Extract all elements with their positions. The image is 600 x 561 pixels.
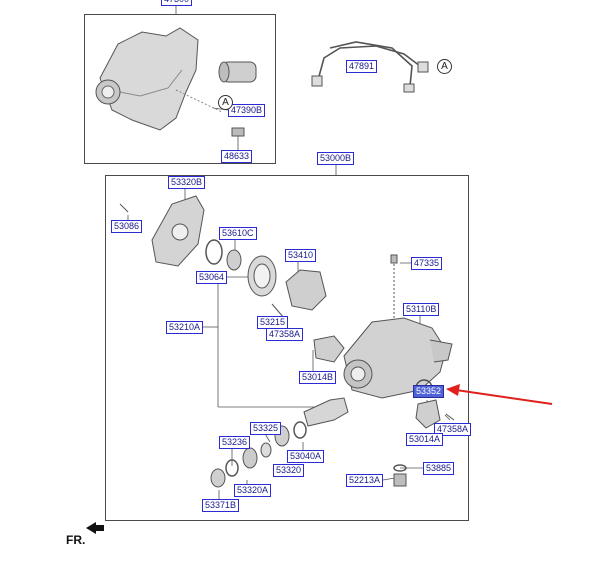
part-label: 53086 xyxy=(111,220,143,233)
forward-arrow-icon xyxy=(86,522,104,534)
part-label: 53371B xyxy=(202,499,240,512)
part-label: 53064 xyxy=(196,271,228,284)
part-label: 47891 xyxy=(346,60,378,73)
part-label: 53320A xyxy=(234,484,272,497)
part-label: 48633 xyxy=(221,150,253,163)
part-label: 53110B xyxy=(403,303,440,316)
part-label: 53320 xyxy=(273,464,305,477)
part-label: 47358A xyxy=(434,423,472,436)
part-label: 53325 xyxy=(250,422,282,435)
highlight-arrow xyxy=(446,384,553,405)
direction-label: FR. xyxy=(66,533,86,547)
part-label-highlighted: 53352 xyxy=(413,385,445,398)
part-label: 53210A xyxy=(166,321,204,334)
assembly-label: 53000B xyxy=(317,152,355,165)
part-label: 47358A xyxy=(266,328,304,341)
part-label-top-cut: 47300 xyxy=(161,0,193,6)
top-assembly-frame xyxy=(84,14,276,164)
part-label: 53040A xyxy=(287,450,325,463)
part-label: 53610C xyxy=(219,227,257,240)
wiring-harness-drawing xyxy=(311,41,429,93)
ref-marker-a: A xyxy=(437,59,452,74)
main-assembly-frame xyxy=(105,175,469,521)
part-label: 53236 xyxy=(219,436,251,449)
part-label: 53410 xyxy=(285,249,317,262)
part-label: 47390B xyxy=(228,104,266,117)
part-label: 52213A xyxy=(346,474,384,487)
part-label: 53014B xyxy=(299,371,337,384)
part-label: 47335 xyxy=(411,257,443,270)
ref-marker-a: A xyxy=(218,95,233,110)
transfer-case-drawing xyxy=(95,27,257,137)
part-label: 53320B xyxy=(168,176,206,189)
part-label: 53014A xyxy=(406,433,444,446)
part-label: 53885 xyxy=(423,462,455,475)
